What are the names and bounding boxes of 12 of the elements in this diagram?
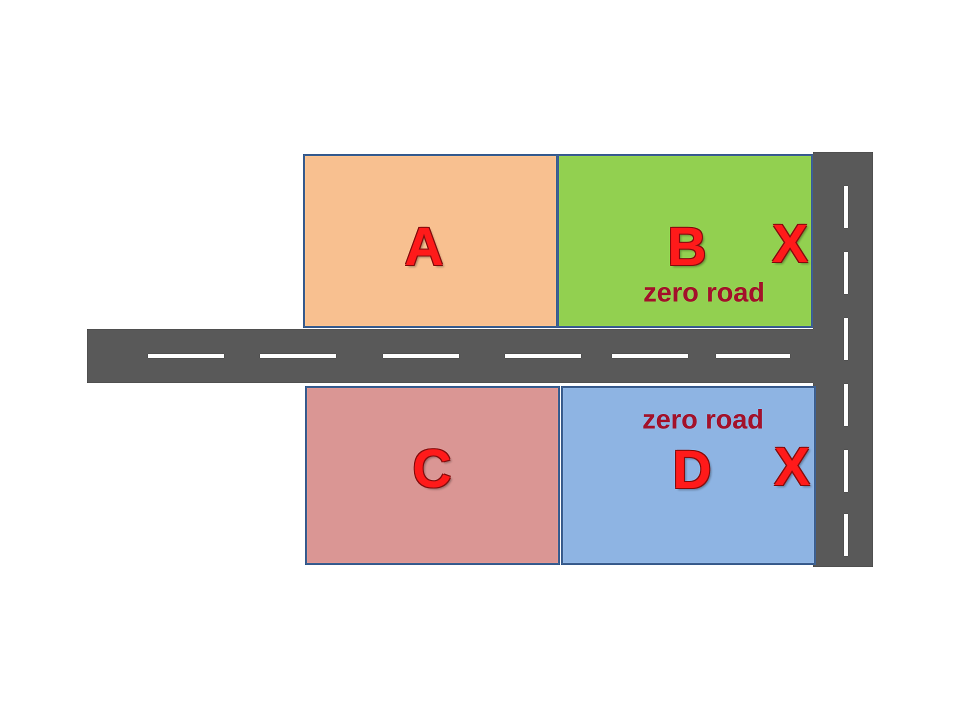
- plot-letter: C: [412, 442, 452, 496]
- land-plot: [561, 386, 816, 565]
- cross-mark: X: [774, 440, 810, 494]
- plot-letter: A: [404, 220, 444, 274]
- land-plot: [303, 154, 558, 328]
- land-plot: [557, 154, 813, 328]
- road-note: zero road: [642, 406, 764, 434]
- cross-mark: X: [772, 217, 808, 271]
- land-plot: [305, 386, 560, 565]
- road-note: zero road: [643, 280, 765, 306]
- plot-letter: D: [672, 443, 712, 497]
- plot-letter: B: [668, 220, 706, 274]
